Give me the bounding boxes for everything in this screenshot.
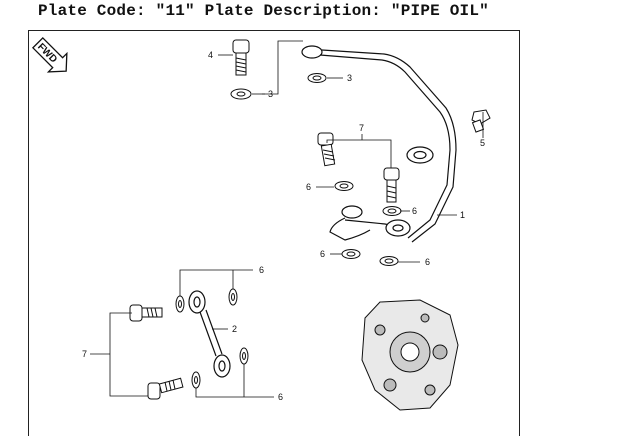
callout-6-a: 6 xyxy=(306,182,311,192)
callout-7-upper: 7 xyxy=(359,123,364,133)
callout-4: 4 xyxy=(208,50,213,60)
callout-3-right: 3 xyxy=(347,73,352,83)
callout-2: 2 xyxy=(232,324,237,334)
banjo-bolt-part-7-right xyxy=(383,167,400,203)
fwd-arrow-icon: FWD xyxy=(31,36,68,73)
plate-code-label: Plate Code: xyxy=(38,2,146,20)
plate-code-value: "11" xyxy=(155,2,195,20)
oil-pipe-part-1 xyxy=(301,45,457,243)
banjo-bolt-part-7-lower-b xyxy=(147,377,184,400)
callout-6-d: 6 xyxy=(425,257,430,267)
banjo-bolt-part-7-lower-a xyxy=(129,304,163,322)
oil-pipe-part-2 xyxy=(188,290,231,378)
engine-housing-illustration xyxy=(361,299,459,411)
washers-part-6-lower xyxy=(175,288,249,389)
plate-description-value: "PIPE OIL" xyxy=(390,2,489,20)
callout-3-left: 3 xyxy=(268,89,273,99)
diagram-frame xyxy=(28,30,520,436)
plate-description-label: Plate Description: xyxy=(204,2,382,20)
callout-leader-lines xyxy=(90,40,484,398)
callout-1: 1 xyxy=(460,210,465,220)
callout-6-f: 6 xyxy=(278,392,283,402)
callout-5: 5 xyxy=(480,138,485,148)
banjo-bolt-part-7-left xyxy=(317,132,336,167)
bolt-part-5 xyxy=(471,109,491,133)
callout-7-lower: 7 xyxy=(82,349,87,359)
plate-header: Plate Code: "11" Plate Description: "PIP… xyxy=(38,2,489,20)
callout-6-c: 6 xyxy=(320,249,325,259)
callout-6-e: 6 xyxy=(259,265,264,275)
banjo-bolt-part-4 xyxy=(232,39,250,76)
callout-6-b: 6 xyxy=(412,206,417,216)
